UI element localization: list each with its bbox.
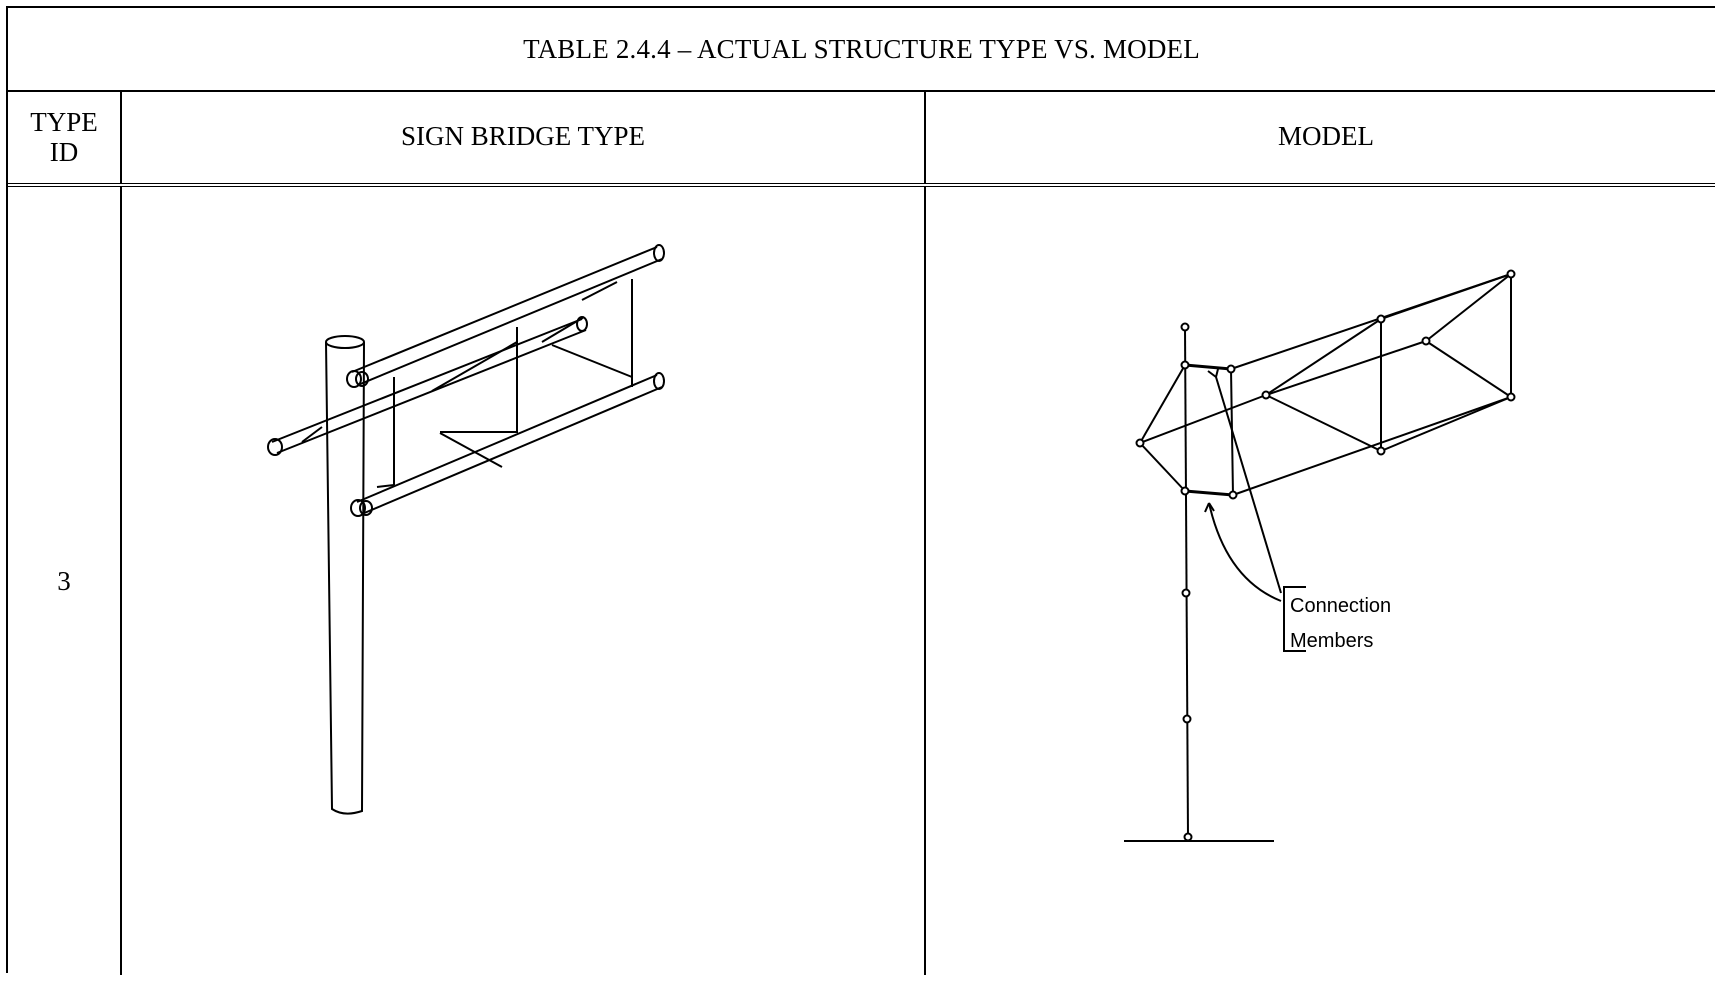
header-model: MODEL (1278, 121, 1374, 151)
table: TABLE 2.4.4 – ACTUAL STRUCTURE TYPE VS. … (6, 6, 1715, 975)
header-sign-bridge-type: SIGN BRIDGE TYPE (122, 90, 926, 183)
header-type-id: TYPE ID (8, 90, 122, 183)
table-header-row: TYPE ID SIGN BRIDGE TYPE MODEL (8, 90, 1715, 187)
model-drawing-cell: Connection Members (926, 187, 1715, 975)
sign-bridge-drawing (267, 244, 665, 815)
model-diagram: Connection Members (1124, 269, 1516, 842)
connection-members-label-line1: Connection (1290, 595, 1391, 617)
row-type-id: 3 (8, 187, 122, 975)
table-title: TABLE 2.4.4 – ACTUAL STRUCTURE TYPE VS. … (8, 8, 1715, 92)
connection-members-label-line2: Members (1290, 630, 1373, 652)
table-row: 3 (8, 187, 1715, 987)
sign-bridge-drawing-cell (122, 187, 926, 975)
